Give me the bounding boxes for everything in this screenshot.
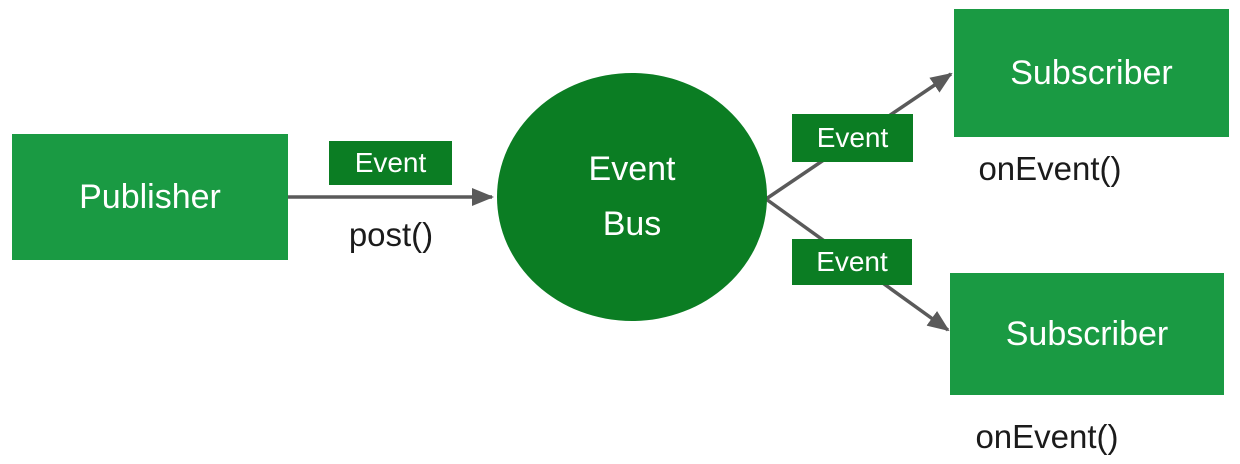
subscriber-top-method-label: onEvent() — [978, 150, 1122, 187]
event-bus-node: Event Bus — [497, 73, 767, 321]
publisher-label: Publisher — [79, 177, 221, 216]
publisher-node: Publisher — [12, 134, 288, 260]
publish-event-badge: Event — [329, 141, 452, 185]
subscriber-bottom-method-label: onEvent() — [975, 418, 1119, 455]
subscriber-bottom-event-badge: Event — [792, 239, 912, 285]
subscriber-bottom-label: Subscriber — [1005, 314, 1169, 353]
subscriber-top-event-label: Event — [816, 122, 889, 153]
post-method-label: post() — [348, 216, 434, 253]
subscriber-top-node: Subscriber — [954, 9, 1229, 137]
subscriber-bottom-event-label: Event — [816, 246, 888, 277]
event-bus-label-line2: Bus — [602, 205, 662, 243]
subscriber-top-event-badge: Event — [792, 114, 913, 162]
subscriber-bottom-node: Subscriber — [950, 273, 1224, 395]
subscriber-top-label: Subscriber — [1010, 53, 1173, 92]
publish-event-label: Event — [354, 147, 427, 178]
event-bus-label-line1: Event — [588, 149, 676, 188]
